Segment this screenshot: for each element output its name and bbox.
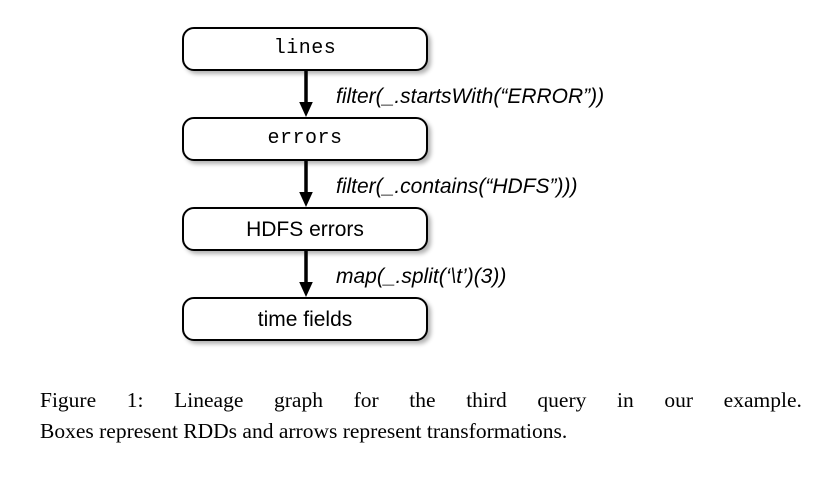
down-arrow-icon: [296, 250, 316, 298]
rdd-node-label: HDFS errors: [246, 217, 364, 241]
rdd-node-lines: lines: [182, 27, 428, 71]
caption-line-two: Boxes represent RDDs and arrows represen…: [40, 419, 568, 443]
caption-line-one: Figure 1: Lineage graph for the third query in ou…: [40, 385, 802, 416]
caption-word: Figure: [40, 388, 97, 412]
caption-word: example.: [723, 388, 802, 412]
caption-word: the: [409, 388, 436, 412]
caption-word: for: [353, 388, 379, 412]
edge-label-map-split: map(_.split(‘\t’)(3)): [336, 265, 507, 288]
rdd-node-time-fields: time fields: [182, 297, 428, 341]
caption-word: graph: [274, 388, 323, 412]
caption-word: our: [664, 388, 694, 412]
rdd-node-label: time fields: [257, 307, 353, 331]
figure-caption: Figure 1: Lineage graph for the third query in ou…: [40, 385, 802, 447]
lineage-graph: lines filter(_.startsWith(“ERROR”)) erro…: [182, 27, 605, 341]
rdd-node-label: lines: [273, 37, 337, 60]
caption-word: third: [466, 388, 507, 412]
rdd-node-label: errors: [267, 127, 343, 150]
caption-word: 1:: [126, 388, 144, 412]
caption-word: in: [617, 388, 634, 412]
down-arrow-icon: [296, 160, 316, 208]
caption-word: Lineage: [174, 388, 244, 412]
edge-label-filter-contains: filter(_.contains(“HDFS”))): [336, 175, 578, 198]
rdd-node-hdfs-errors: HDFS errors: [182, 207, 428, 251]
rdd-node-errors: errors: [182, 117, 428, 161]
caption-word: query: [537, 388, 587, 412]
edge-label-filter-startswith: filter(_.startsWith(“ERROR”)): [336, 85, 605, 108]
down-arrow-icon: [296, 70, 316, 118]
